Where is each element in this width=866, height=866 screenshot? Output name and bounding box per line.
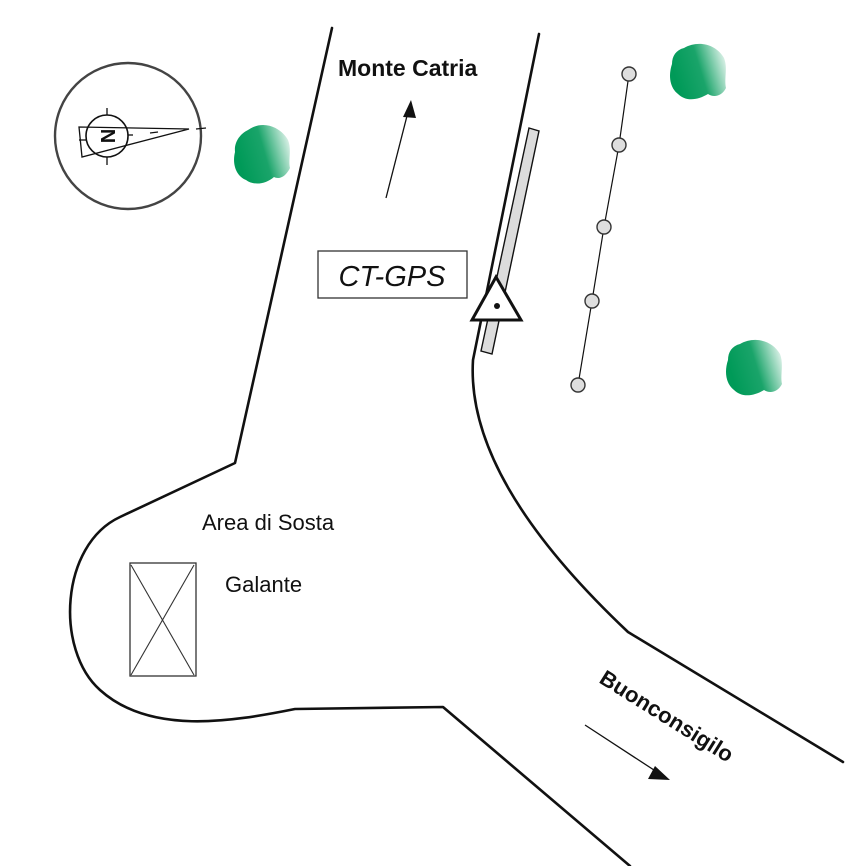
parking-label-line1: Area di Sosta — [202, 510, 335, 535]
tree-icon — [670, 43, 726, 100]
south-destination-label: Buonconsigilo — [595, 665, 738, 767]
station-label: CT-GPS — [339, 261, 447, 293]
tree-icon — [726, 339, 782, 396]
road-edge-right — [471, 32, 845, 764]
arrow-north-icon — [385, 100, 416, 199]
north-destination-label: Monte Catria — [338, 55, 478, 81]
pole-icon — [621, 66, 637, 82]
triangle-station-icon — [469, 273, 524, 322]
compass-rose-icon: N — [53, 61, 207, 211]
station-label-box — [317, 250, 468, 299]
tree-icon — [234, 125, 290, 184]
pole-icon — [584, 293, 600, 309]
pole-icon — [611, 137, 627, 153]
parking-area-icon — [129, 562, 197, 677]
compass-north-letter: N — [96, 129, 118, 143]
parking-label-line2: Galante — [225, 572, 302, 597]
pole-icon — [570, 377, 586, 393]
road-edge-left — [68, 26, 632, 866]
arrow-south-icon — [584, 724, 670, 780]
pole-icon — [596, 219, 612, 235]
